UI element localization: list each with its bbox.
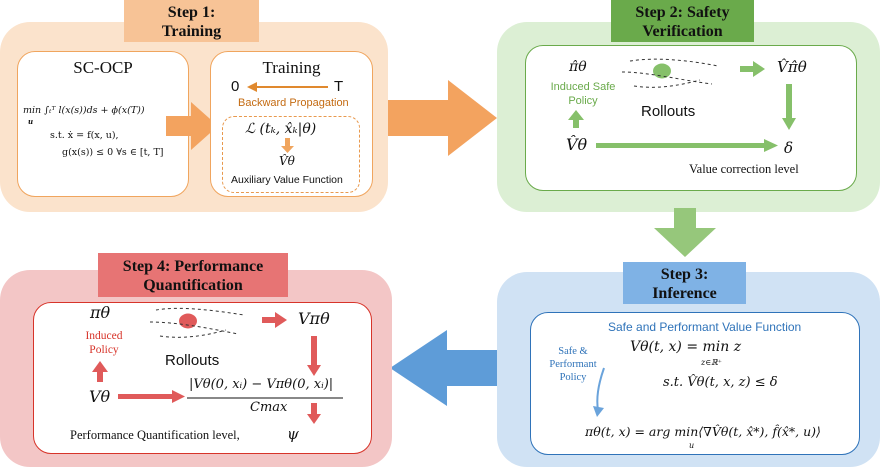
step3-title-box bbox=[623, 262, 746, 304]
s3-eq1: Vθ(t, x) = min z bbox=[630, 339, 742, 355]
s2-delta: δ bbox=[784, 139, 794, 157]
ocp-min-sub: u bbox=[28, 117, 34, 126]
s2-correction-label: Value correction level bbox=[689, 162, 799, 176]
inference-box bbox=[530, 312, 860, 455]
step2-title: Step 2: Safety Verification bbox=[635, 4, 730, 40]
ocp-title: SC-OCP bbox=[73, 58, 133, 77]
ocp-objective: min ∫ₜᵀ l(x(s))ds + ϕ(x(T)) bbox=[23, 105, 145, 116]
s4-psi: ψ bbox=[287, 425, 299, 443]
s4-level-label: Performance Quantification level, bbox=[70, 428, 240, 442]
time-t: T bbox=[334, 78, 344, 95]
s3-eq1-sub: z∈ℝ⁺ bbox=[701, 358, 723, 367]
loss-box bbox=[222, 116, 360, 193]
step1-title: Step 1: Training bbox=[161, 4, 222, 40]
time-zero: 0 bbox=[231, 78, 240, 95]
s2-policy-label: Induced Safe Policy bbox=[550, 81, 616, 107]
loss-expression: ℒ (tₖ, x̂ₖ|θ) bbox=[245, 121, 317, 137]
s3-eq3: πθ(t, x) = arg min⟨∇V̂θ(t, x̂*), f̂(x̂*,… bbox=[585, 424, 821, 439]
s3-header: Safe and Performant Value Function bbox=[608, 320, 802, 334]
s4-rollouts-label: Rollouts bbox=[165, 352, 220, 369]
step4-title-box bbox=[98, 253, 288, 297]
performance-box bbox=[33, 302, 372, 454]
s2-policy-symbol: π̂θ bbox=[569, 59, 587, 75]
step4-title: Step 4: Performance Quantification bbox=[122, 258, 264, 294]
aux-value-symbol: V̂θ bbox=[279, 154, 295, 168]
step1-title-box bbox=[124, 0, 259, 42]
s3-eq2: s.t. V̂θ(t, x, z) ≤ δ bbox=[663, 375, 778, 390]
s3-eq3-sub: u bbox=[689, 441, 695, 450]
s4-fraction-denominator: Cmax bbox=[250, 400, 288, 415]
s4-fraction-numerator: |Vθ(0, xᵢ) − Vπθ(0, xᵢ)| bbox=[189, 377, 334, 392]
s4-policy-label: Induced Policy bbox=[85, 330, 123, 356]
ocp-constraint: g(x(s)) ≤ 0 ∀s ∈ [t, T] bbox=[62, 147, 164, 158]
s4-policy-symbol: πθ bbox=[90, 303, 111, 322]
s2-v-pi-symbol: V̂π̂θ bbox=[777, 58, 807, 76]
s2-value-symbol: V̂θ bbox=[566, 135, 588, 154]
aux-value-label: Auxiliary Value Function bbox=[231, 174, 343, 186]
s4-value-symbol: Vθ bbox=[89, 387, 111, 406]
training-title: Training bbox=[262, 58, 321, 77]
step2-title-box bbox=[611, 0, 754, 42]
ocp-dynamics: s.t. ẋ = f(x, u), bbox=[50, 130, 119, 141]
ocp-box bbox=[17, 51, 189, 197]
s4-v-pi-symbol: Vπθ bbox=[298, 309, 330, 328]
s3-side-label: Safe & Performant Policy bbox=[549, 346, 597, 383]
step3-title: Step 3: Inference bbox=[652, 266, 717, 302]
backprop-label: Backward Propagation bbox=[238, 97, 349, 109]
s2-rollouts-label: Rollouts bbox=[641, 103, 696, 120]
training-box bbox=[210, 51, 373, 197]
